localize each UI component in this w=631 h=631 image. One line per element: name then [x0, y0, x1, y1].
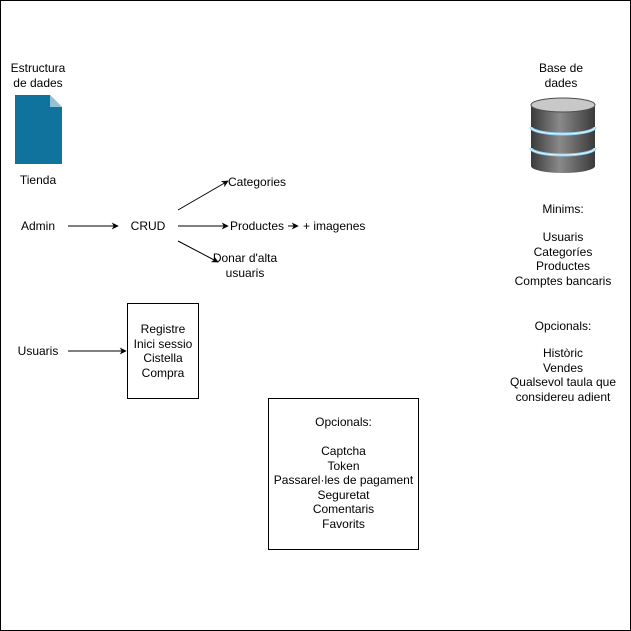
- structure-title: Estructura de dades: [10, 61, 66, 90]
- optional-features-box: Opcionals: Captcha Token Passarel·les de…: [268, 398, 419, 550]
- opcionals-title: Opcionals:: [534, 319, 592, 333]
- usuaris-label: Usuaris: [17, 344, 59, 358]
- database-icon: [529, 97, 597, 173]
- database-title: Base de dades: [538, 61, 584, 90]
- opcionals-items: Històric Vendes Qualsevol taula que cons…: [509, 346, 617, 404]
- arrow-crud-categories: [177, 180, 229, 211]
- structure-label: Tienda: [19, 173, 57, 187]
- optional-features-text: Opcionals: Captcha Token Passarel·les de…: [273, 415, 414, 531]
- user-actions-box: Registre Inici sessio Cistella Compra: [127, 303, 199, 399]
- productes-label: Productes: [230, 219, 285, 233]
- donar-alta-label: Donar d'alta usuaris: [212, 251, 278, 280]
- admin-label: Admin: [20, 219, 55, 233]
- minims-items: Usuaris Categoríes Productes Comptes ban…: [514, 230, 612, 288]
- imagenes-label: + imagenes: [303, 219, 366, 233]
- minims-title: Minims:: [542, 202, 584, 216]
- user-actions-text: Registre Inici sessio Cistella Compra: [133, 322, 193, 380]
- categories-label: Categories: [228, 175, 287, 189]
- crud-label: CRUD: [130, 219, 166, 233]
- document-icon: [15, 95, 62, 164]
- arrow-crud-donar-alta: [177, 240, 219, 263]
